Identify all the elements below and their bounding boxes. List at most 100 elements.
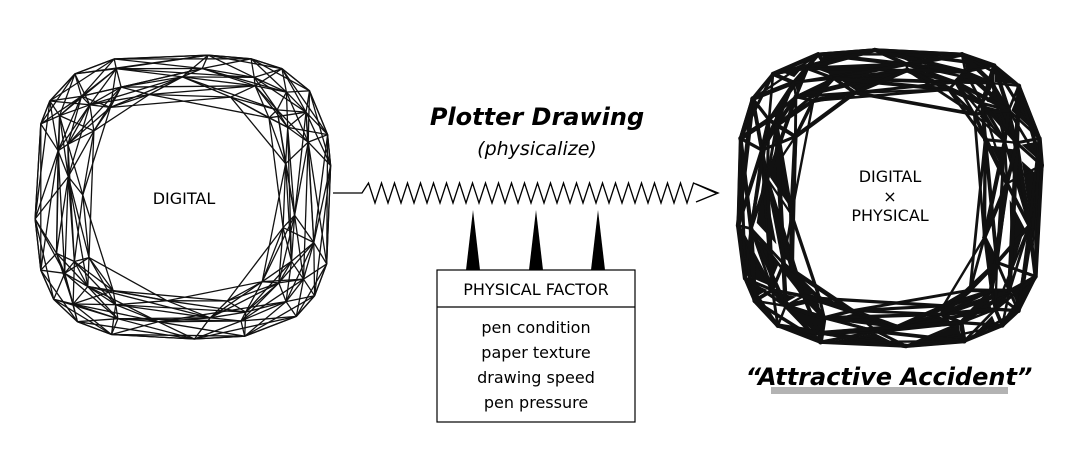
- wire-edge: [58, 115, 69, 145]
- ink-edge: [765, 94, 798, 181]
- ink-edge: [973, 112, 1006, 143]
- factor-item: pen pressure: [484, 393, 588, 412]
- ink-edge: [904, 321, 963, 348]
- wire-edge: [307, 142, 328, 264]
- times-symbol: ×: [883, 187, 896, 206]
- ink-edge: [968, 236, 986, 292]
- wire-edge: [305, 111, 329, 136]
- wire-edge: [210, 311, 246, 319]
- ink-edge: [806, 67, 909, 72]
- wire-edge: [250, 58, 310, 92]
- ink-edge: [905, 68, 968, 74]
- wire-edge: [295, 279, 305, 317]
- digital-label: DIGITAL: [153, 189, 216, 208]
- wire-edge: [115, 300, 167, 306]
- wire-edge: [254, 68, 283, 79]
- wire-edge: [268, 117, 287, 164]
- wire-edge: [254, 68, 283, 87]
- ink-edge: [962, 307, 997, 343]
- ink-edge: [805, 47, 878, 71]
- ink-edge: [1007, 289, 1020, 313]
- physical-factor-box: [436, 269, 636, 423]
- ink-edge: [1003, 108, 1011, 144]
- ink-edge: [816, 324, 899, 336]
- ink-edge: [738, 136, 764, 152]
- ink-edge: [954, 80, 1006, 143]
- wire-edge: [182, 76, 255, 79]
- ink-edge: [852, 68, 910, 95]
- ink-edge: [972, 112, 987, 142]
- ink-edge: [793, 90, 858, 139]
- wire-edge: [285, 92, 289, 128]
- wire-edge: [72, 286, 89, 305]
- ink-edge: [822, 316, 899, 329]
- wire-edge: [281, 68, 310, 92]
- factor-spike-2: [529, 210, 543, 270]
- ink-edge: [751, 97, 771, 122]
- wire-edge: [57, 96, 83, 151]
- wire-edge: [261, 163, 287, 282]
- wire-edge: [276, 109, 287, 164]
- wire-edge: [64, 272, 89, 288]
- ink-edge: [752, 288, 775, 303]
- digital-wireframe-ring: [34, 54, 332, 340]
- wire-edge: [291, 242, 315, 262]
- wire-edge: [82, 130, 95, 196]
- wire-edge: [294, 214, 315, 243]
- wire-edge: [89, 104, 95, 132]
- wire-edge: [278, 227, 284, 283]
- wire-edge: [40, 73, 76, 125]
- ink-edge: [968, 138, 987, 292]
- wire-edge: [67, 104, 91, 177]
- ink-edge: [783, 303, 827, 321]
- wire-edge: [281, 68, 329, 135]
- ink-edge: [982, 139, 1007, 240]
- wire-edge: [40, 269, 65, 274]
- wire-edge: [67, 144, 84, 196]
- wire-edge: [59, 115, 95, 132]
- wire-edge: [276, 91, 287, 111]
- wire-edge: [111, 333, 245, 337]
- ink-edge: [1017, 224, 1031, 312]
- wire-edge: [209, 282, 280, 319]
- wire-edge: [208, 54, 283, 70]
- wire-edge: [158, 321, 195, 340]
- wire-edge: [253, 77, 256, 86]
- wire-edge: [111, 321, 159, 336]
- ink-edge: [776, 304, 787, 327]
- wire-edge: [202, 58, 252, 70]
- wire-edge: [278, 282, 287, 302]
- wire-edge: [276, 109, 289, 128]
- ink-edge: [964, 70, 984, 105]
- ink-edge: [947, 88, 987, 142]
- wire-edge: [293, 215, 305, 280]
- wire-edge: [240, 315, 297, 322]
- wire-edge: [285, 261, 293, 302]
- wire-edge: [49, 73, 76, 102]
- ink-edge: [793, 67, 910, 100]
- ink-edge: [789, 212, 822, 301]
- wire-edge: [113, 290, 228, 302]
- ink-edge: [995, 139, 1007, 265]
- ink-edge: [738, 136, 753, 231]
- ink-edge: [832, 76, 951, 92]
- wire-edge: [40, 269, 78, 323]
- wire-edge: [230, 96, 270, 119]
- wire-edge: [88, 257, 114, 292]
- ink-edge: [811, 77, 836, 103]
- wire-edge: [226, 227, 284, 302]
- wire-edge: [245, 282, 280, 313]
- ink-edge: [793, 98, 816, 139]
- wire-edge: [117, 317, 211, 320]
- ink-edge: [774, 123, 798, 139]
- wire-edge: [81, 95, 91, 106]
- ink-edge: [751, 53, 820, 100]
- wire-edge: [287, 127, 296, 216]
- wire-edge: [287, 126, 309, 143]
- ink-edge: [736, 223, 775, 292]
- wire-edge: [285, 91, 307, 113]
- ink-edge: [750, 80, 797, 102]
- ink-edge: [750, 96, 764, 153]
- wire-edge: [302, 278, 316, 297]
- wire-edge: [67, 86, 122, 145]
